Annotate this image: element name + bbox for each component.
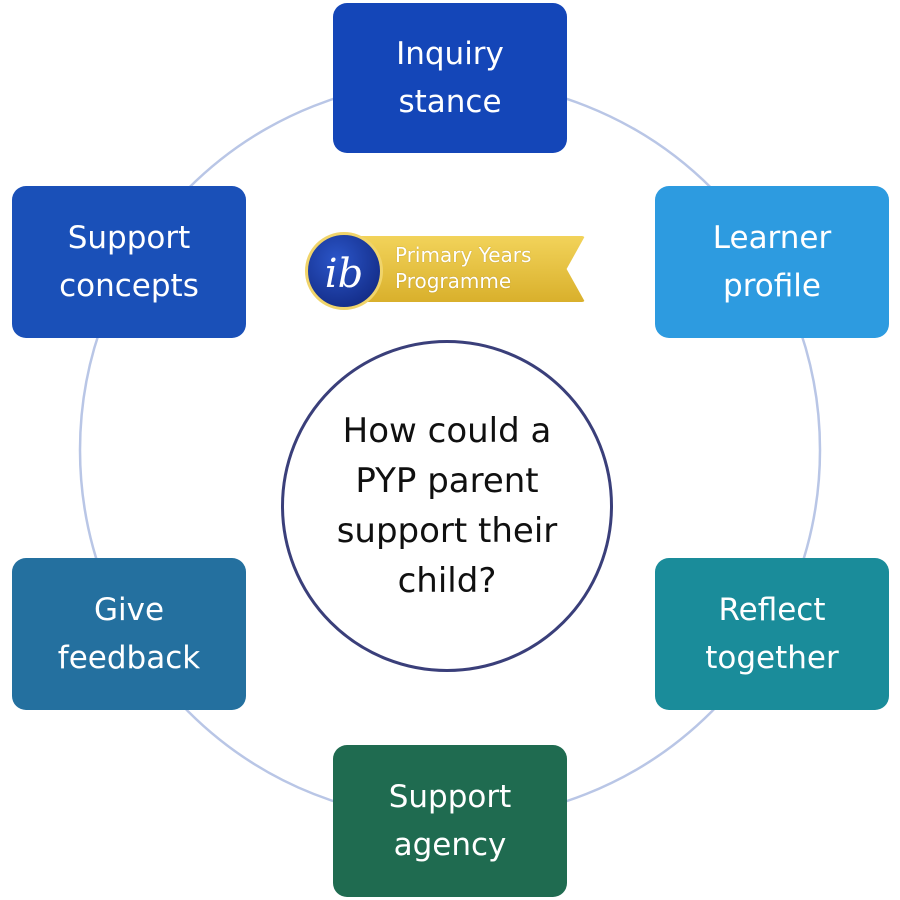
node-label-line: Inquiry — [396, 36, 504, 72]
question-line: PYP parent — [355, 461, 539, 501]
node-label-line: concepts — [59, 268, 199, 304]
node-give-feedback: Give feedback — [12, 558, 246, 710]
node-label-line: profile — [723, 268, 821, 304]
logo-text: Primary Years Programme — [395, 242, 531, 294]
ib-mark-text: ib — [325, 251, 363, 297]
ib-pyp-logo: Primary Years Programme ib — [300, 228, 598, 314]
node-learner-profile: Learner profile — [655, 186, 889, 338]
node-support-concepts: Support concepts — [12, 186, 246, 338]
node-label-line: Learner — [712, 220, 832, 256]
central-question: How could a PYP parent support their chi… — [281, 340, 613, 672]
node-reflect-together: Reflect together — [655, 558, 889, 710]
logo-text-line: Programme — [395, 269, 512, 293]
ib-letters-icon: ib — [325, 251, 363, 297]
node-label-line: Support — [388, 779, 512, 815]
node-label-line: feedback — [57, 640, 201, 676]
node-label-line: Give — [93, 592, 165, 628]
question-line: How could a — [342, 411, 552, 451]
node-label-line: stance — [398, 84, 502, 120]
node-label-line: Support — [67, 220, 191, 256]
logo-banner — [355, 236, 585, 302]
node-label-line: together — [705, 640, 839, 676]
node-label-line: Reflect — [718, 592, 826, 628]
node-label-line: agency — [393, 827, 507, 863]
node-support-agency: Support agency — [333, 745, 567, 897]
node-inquiry-stance: Inquiry stance — [333, 3, 567, 153]
logo-text-line: Primary Years — [395, 243, 532, 267]
ib-logo-icon: ib — [305, 232, 383, 310]
question-line: child? — [397, 561, 497, 601]
question-line: support their — [336, 511, 558, 551]
